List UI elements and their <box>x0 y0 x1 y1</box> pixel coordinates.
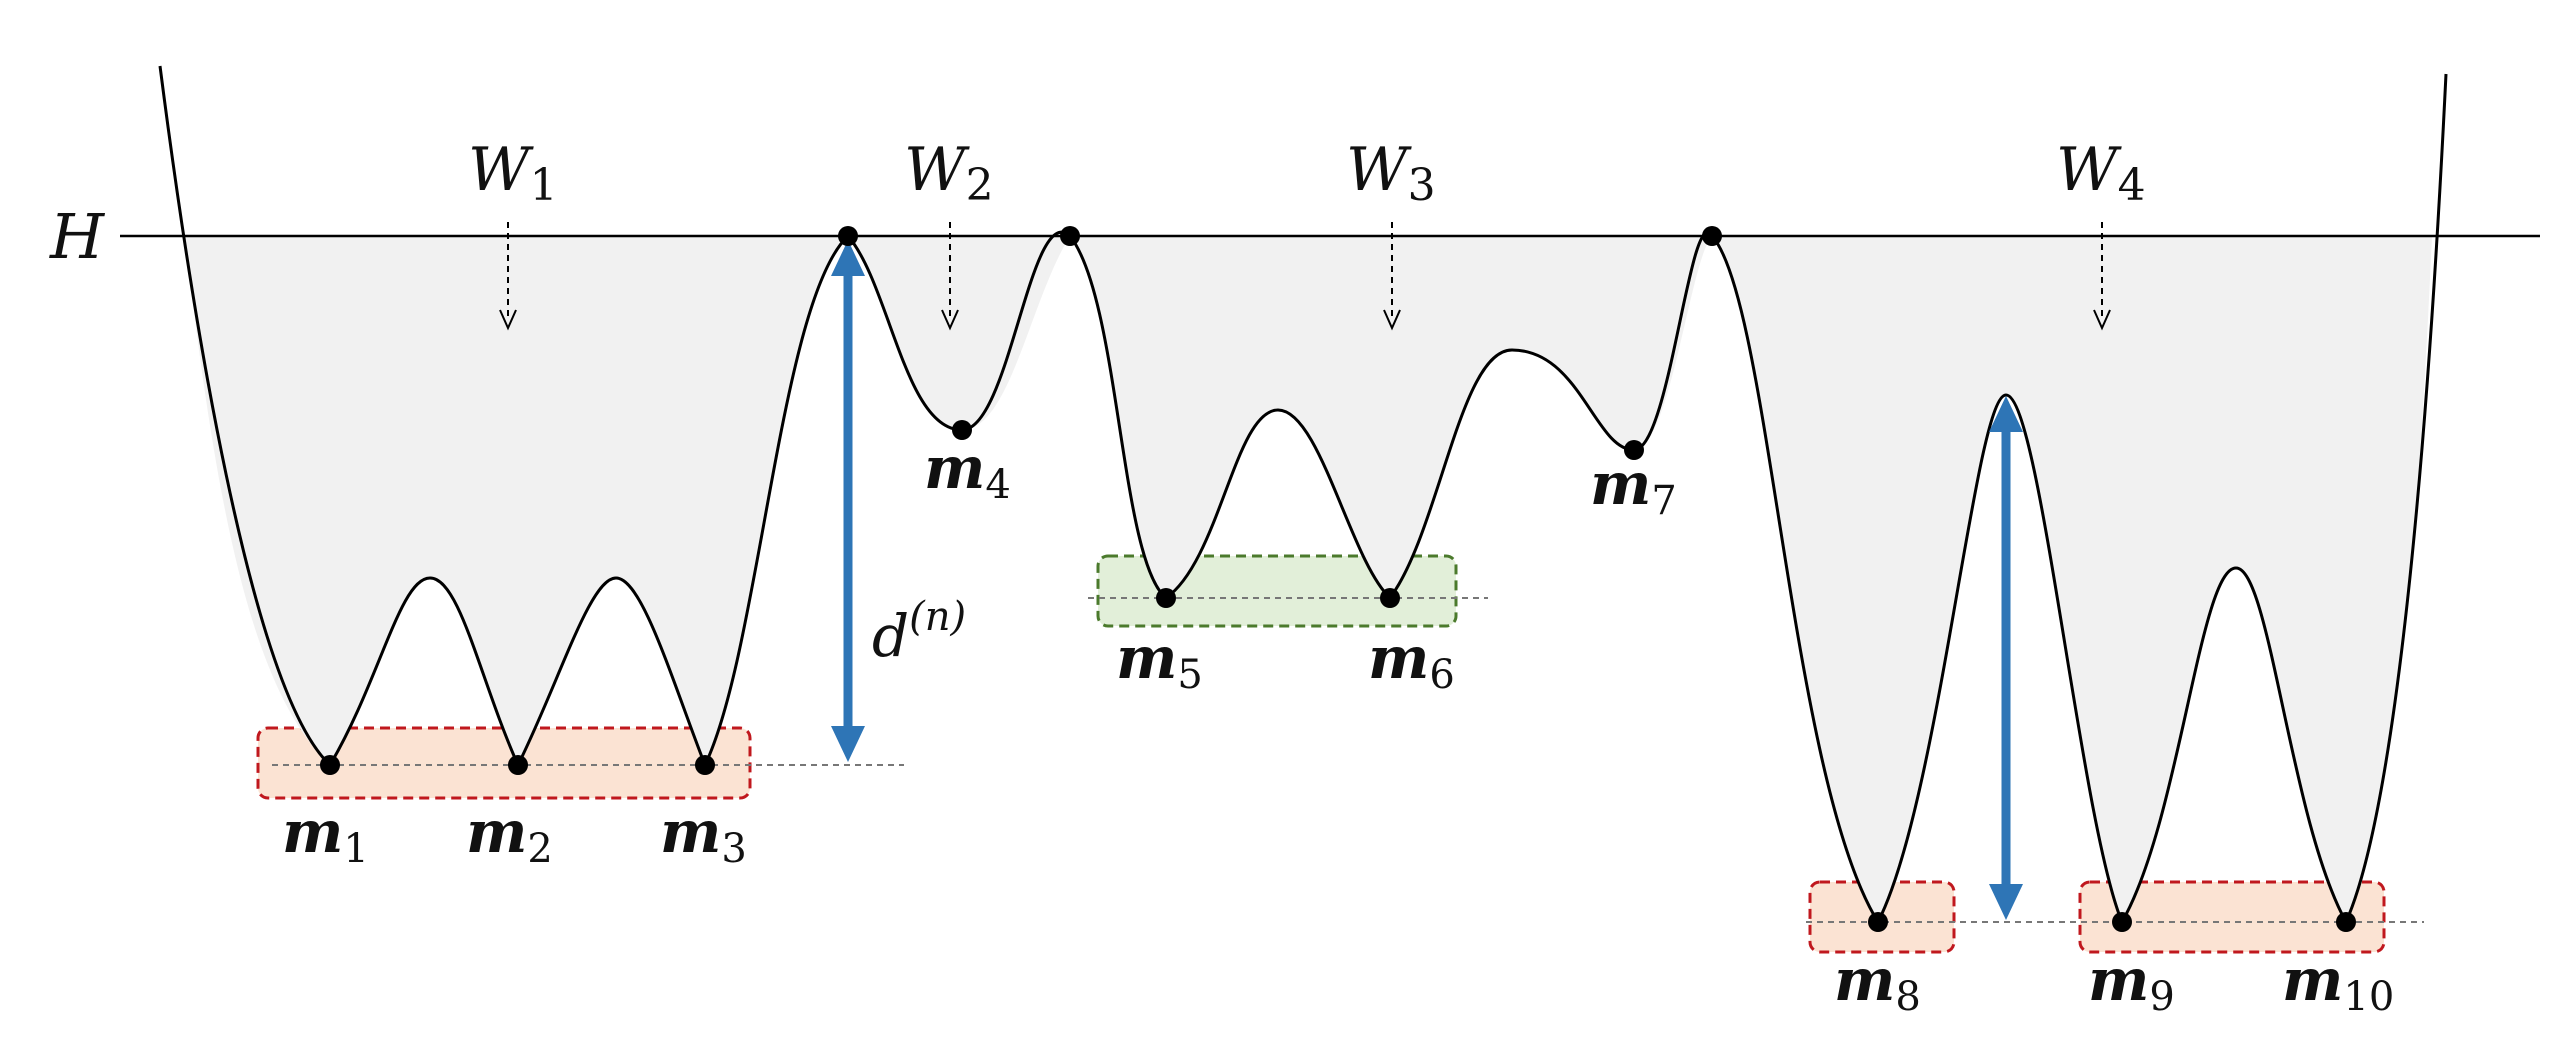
minimum-point-m1 <box>320 755 340 775</box>
well-pointer-arrows <box>499 222 2111 331</box>
saddle-point <box>838 226 858 246</box>
minimum-label-m9: m9 <box>2088 946 2175 1020</box>
minimum-point-m3 <box>695 755 715 775</box>
minimum-label-m7: m7 <box>1590 450 1677 524</box>
minimum-label-m2: m2 <box>466 798 553 872</box>
minimum-label-m10: m10 <box>2282 946 2394 1020</box>
group-box-m1-m3 <box>256 726 752 800</box>
minimum-point-m4 <box>952 420 972 440</box>
threshold-label: H <box>49 200 106 273</box>
minimum-point-m8 <box>1868 912 1888 932</box>
energy-curve <box>158 65 2448 926</box>
minimum-label-m4: m4 <box>924 434 1011 508</box>
well-label-w3: W3 <box>1346 135 1436 211</box>
critical-points <box>320 226 2356 932</box>
minimum-point-m2 <box>508 755 528 775</box>
minimum-label-m8: m8 <box>1834 946 1921 1020</box>
minimum-label-m1: m1 <box>282 798 369 872</box>
minimum-point-m6 <box>1380 588 1400 608</box>
well-label-w4: W4 <box>2056 135 2146 211</box>
well-region-w2 <box>848 236 1070 430</box>
group-box-m9-m10 <box>2078 880 2386 954</box>
well-region-w4 <box>1712 236 2432 922</box>
saddle-point <box>1702 226 1722 246</box>
minimum-point-m7 <box>1624 440 1644 460</box>
well-region-w3 <box>1070 236 1712 598</box>
minimum-label-m6: m6 <box>1368 624 1455 698</box>
well-label-w2: W2 <box>904 135 994 211</box>
minimum-label-m5: m5 <box>1116 624 1203 698</box>
minimum-point-m9 <box>2112 912 2132 932</box>
minimum-point-m5 <box>1156 588 1176 608</box>
minimum-label-m3: m3 <box>660 798 747 872</box>
depth-arrow-right <box>1989 396 2023 920</box>
depth-label: d(n) <box>872 594 966 670</box>
depth-arrow-left <box>831 240 865 762</box>
well-region-w1 <box>185 236 848 765</box>
minimum-point-m10 <box>2336 912 2356 932</box>
well-label-w1: W1 <box>468 135 558 211</box>
saddle-point <box>1060 226 1080 246</box>
